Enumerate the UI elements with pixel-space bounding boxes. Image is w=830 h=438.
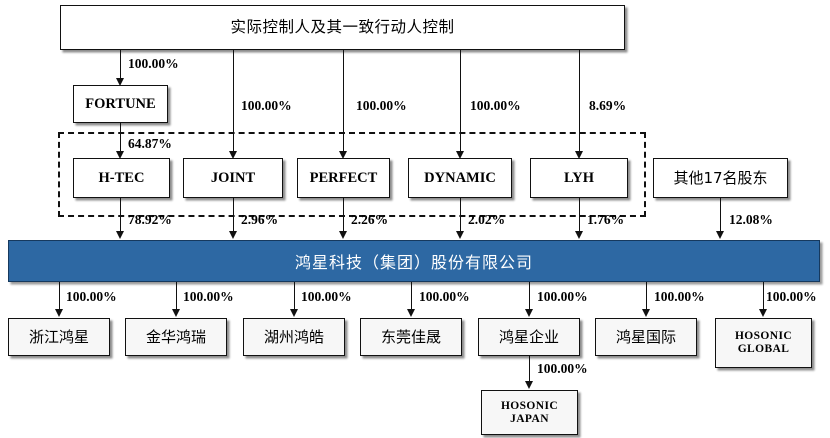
- htec-box: H-TEC: [73, 158, 170, 198]
- line-top-to-lyh: [579, 50, 580, 153]
- line-main-to-sub4: [529, 282, 530, 310]
- subsidiary-box-hongxing-qiye: 鸿星企业: [478, 318, 580, 356]
- control-group-dashed-border: [58, 132, 646, 217]
- lyh-box: LYH: [530, 158, 628, 198]
- arrow-main-to-sub5: [641, 309, 650, 317]
- pct-lyh-to-main: 1.76%: [587, 212, 625, 227]
- line-main-to-sub5: [646, 282, 647, 310]
- line-main-to-sub3: [411, 282, 412, 310]
- pct-perfect-to-main: 2.26%: [351, 212, 389, 227]
- arrow-main-to-sub3: [406, 309, 415, 317]
- arrow-top-to-lyh: [574, 151, 583, 159]
- line-top-to-dynamic: [460, 50, 461, 153]
- line-main-to-sub0: [59, 282, 60, 310]
- actual-controller-box: 实际控制人及其一致行动人控制: [60, 5, 625, 50]
- fortune-box: FORTUNE: [73, 85, 168, 123]
- pct-main-to-sub6: 100.00%: [766, 289, 817, 304]
- line-top-to-perfect: [343, 50, 344, 153]
- arrow-top-to-joint: [228, 151, 237, 159]
- line-dynamic-to-main: [460, 198, 461, 232]
- arrow-main-to-sub4: [524, 309, 533, 317]
- line-main-to-sub2: [294, 282, 295, 310]
- arrow-other-to-main: [715, 231, 724, 239]
- arrow-main-to-sub6: [758, 309, 767, 317]
- line-main-to-sub6: [763, 282, 764, 310]
- joint-box: JOINT: [183, 158, 283, 198]
- pct-top-to-dynamic: 100.00%: [470, 98, 521, 113]
- dynamic-box: DYNAMIC: [408, 158, 512, 198]
- pct-sub4-to-japan: 100.00%: [537, 361, 588, 376]
- arrow-htec-to-main: [115, 231, 124, 239]
- subsidiary-box-dongguan-jiasheng: 东莞佳晟: [360, 318, 462, 356]
- arrow-top-to-perfect: [338, 151, 347, 159]
- perfect-box: PERFECT: [297, 158, 390, 198]
- arrow-main-to-sub2: [289, 309, 298, 317]
- line-perfect-to-main: [343, 198, 344, 232]
- pct-top-to-perfect: 100.00%: [356, 98, 407, 113]
- arrow-fortune-to-htec: [115, 151, 124, 159]
- line-joint-to-main: [233, 198, 234, 232]
- pct-other-to-main: 12.08%: [729, 212, 773, 227]
- line-other-to-main: [720, 198, 721, 232]
- pct-main-to-sub4: 100.00%: [537, 289, 588, 304]
- subsidiary-box-hongxing-guoji: 鸿星国际: [595, 318, 697, 356]
- line-lyh-to-main: [579, 198, 580, 232]
- pct-main-to-sub5: 100.00%: [654, 289, 705, 304]
- subsidiary-box-huzhou-honghao: 湖州鸿皓: [243, 318, 345, 356]
- pct-top-to-lyh: 8.69%: [589, 98, 627, 113]
- arrow-lyh-to-main: [574, 231, 583, 239]
- pct-top-to-joint: 100.00%: [241, 98, 292, 113]
- subsidiary-box-zhejiang-hongxing: 浙江鸿星: [8, 318, 110, 356]
- line-main-to-sub1: [176, 282, 177, 310]
- pct-htec-to-main: 78.92%: [128, 212, 172, 227]
- line-top-to-joint: [233, 50, 234, 153]
- pct-top-to-fortune: 100.00%: [128, 56, 179, 71]
- pct-main-to-sub0: 100.00%: [66, 289, 117, 304]
- arrow-perfect-to-main: [338, 231, 347, 239]
- arrow-sub4-to-japan: [524, 381, 533, 389]
- other-shareholders-box: 其他17名股东: [653, 158, 788, 198]
- pct-fortune-to-htec: 64.87%: [128, 136, 172, 151]
- pct-main-to-sub3: 100.00%: [419, 289, 470, 304]
- arrow-dynamic-to-main: [455, 231, 464, 239]
- pct-joint-to-main: 2.96%: [241, 212, 279, 227]
- pct-main-to-sub1: 100.00%: [183, 289, 234, 304]
- line-fortune-to-htec: [120, 123, 121, 153]
- pct-main-to-sub2: 100.00%: [301, 289, 352, 304]
- arrow-main-to-sub0: [54, 309, 63, 317]
- arrow-joint-to-main: [228, 231, 237, 239]
- arrow-top-to-fortune: [115, 78, 124, 86]
- pct-dynamic-to-main: 2.02%: [468, 212, 506, 227]
- line-htec-to-main: [120, 198, 121, 232]
- line-sub4-to-japan: [529, 356, 530, 382]
- arrow-top-to-dynamic: [455, 151, 464, 159]
- main-company-bar: 鸿星科技（集团）股份有限公司: [8, 240, 820, 282]
- line-top-to-fortune: [120, 50, 121, 80]
- arrow-main-to-sub1: [171, 309, 180, 317]
- subsidiary-box-jinhua-hongrui: 金华鸿瑞: [125, 318, 227, 356]
